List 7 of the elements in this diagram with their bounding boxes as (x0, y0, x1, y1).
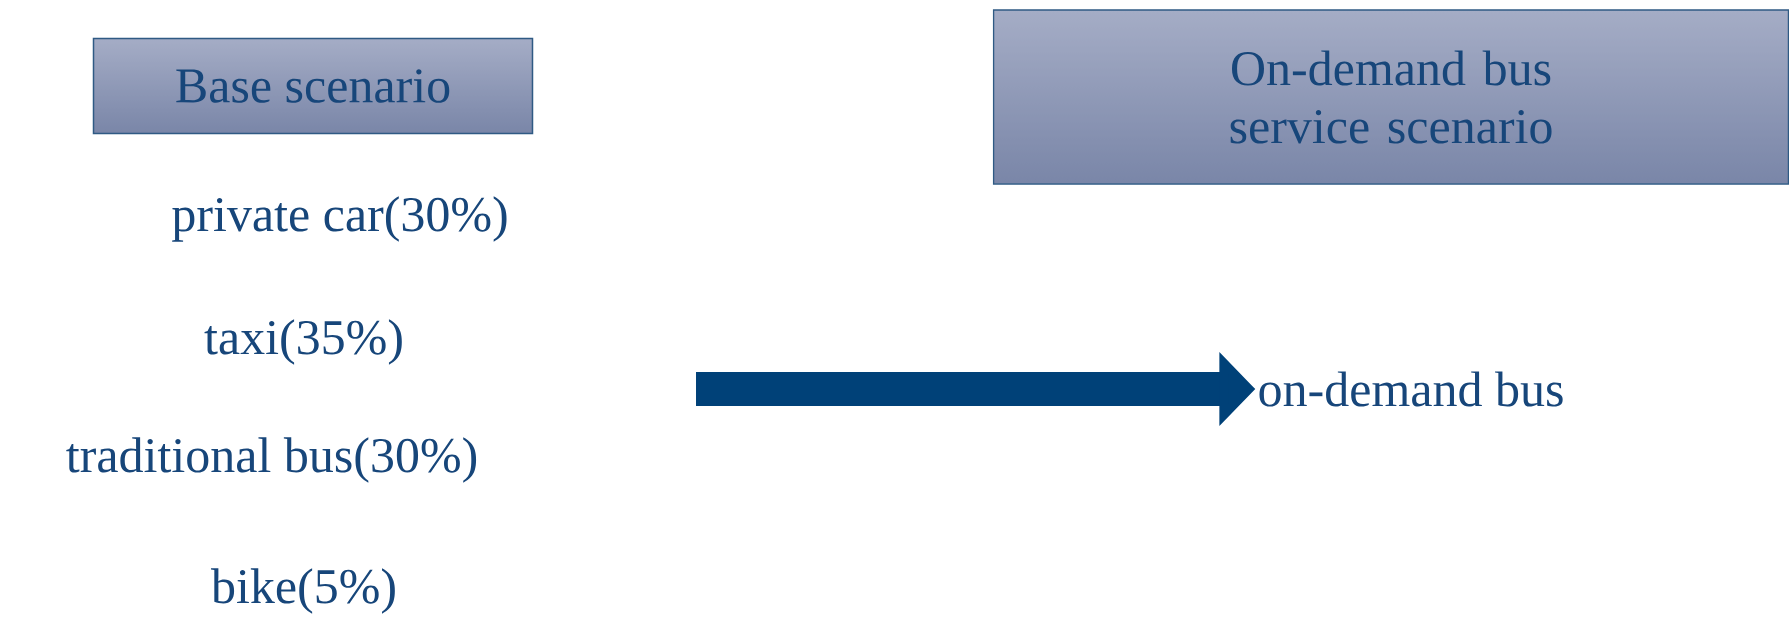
mode-label: on-demand bus (1259, 371, 1563, 407)
mode-label: taxi(35%) (204, 319, 402, 365)
scenario-box: Base scenario (92, 37, 534, 135)
mode-label: traditional bus(30%) (66, 437, 477, 483)
mode-label: private car(30%) (172, 196, 507, 242)
scenario-box: On-demand bus service scenario (992, 9, 1789, 185)
mode-label: bike(5%) (211, 568, 395, 614)
